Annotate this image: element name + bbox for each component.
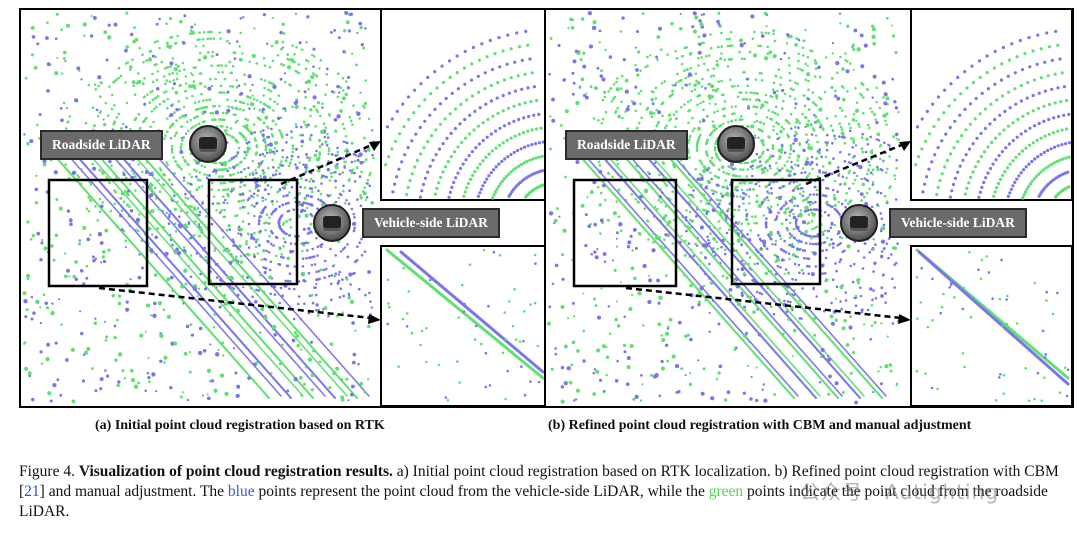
caption-text-4: points indicate the point cloud from the…	[19, 483, 1048, 520]
roadside-lidar-icon	[189, 125, 227, 163]
figure-label: Figure 4.	[19, 463, 75, 480]
figure-caption: Figure 4. Visualization of point cloud r…	[19, 462, 1064, 522]
caption-text-3: points represent the point cloud from th…	[254, 483, 709, 500]
inset-bottom	[380, 245, 548, 407]
vehicle-lidar-label: Vehicle-side LiDAR	[362, 208, 500, 238]
zoom-box-center	[730, 178, 822, 286]
citation-link[interactable]: 21	[24, 483, 40, 500]
caption-text-2: ] and manual adjustment. The	[39, 483, 228, 500]
roadside-lidar-label: Roadside LiDAR	[40, 130, 163, 160]
inset-top	[380, 8, 548, 201]
panel-initial-registration: Roadside LiDAR Vehicle-side LiDAR	[19, 8, 549, 408]
inset-bottom	[910, 245, 1073, 407]
subcaption-a: (a) Initial point cloud registration bas…	[95, 418, 385, 433]
zoom-box-left	[572, 178, 678, 288]
figure-title: Visualization of point cloud registratio…	[78, 463, 393, 480]
roadside-lidar-label: Roadside LiDAR	[565, 130, 688, 160]
green-word: green	[708, 483, 744, 500]
zoom-box-left	[47, 178, 149, 288]
panel-refined-registration: Roadside LiDAR Vehicle-side LiDAR	[544, 8, 1074, 408]
roadside-lidar-icon	[717, 125, 755, 163]
watermark: 公众号 · Autighting	[800, 480, 999, 504]
vehicle-lidar-label: Vehicle-side LiDAR	[889, 208, 1027, 238]
zoom-box-center	[207, 178, 299, 286]
vehicle-lidar-icon	[840, 204, 878, 242]
vehicle-lidar-icon	[313, 204, 351, 242]
blue-word: blue	[227, 483, 255, 500]
caption-text-1: a) Initial point cloud registration base…	[19, 463, 1059, 500]
subcaption-b: (b) Refined point cloud registration wit…	[548, 418, 972, 433]
